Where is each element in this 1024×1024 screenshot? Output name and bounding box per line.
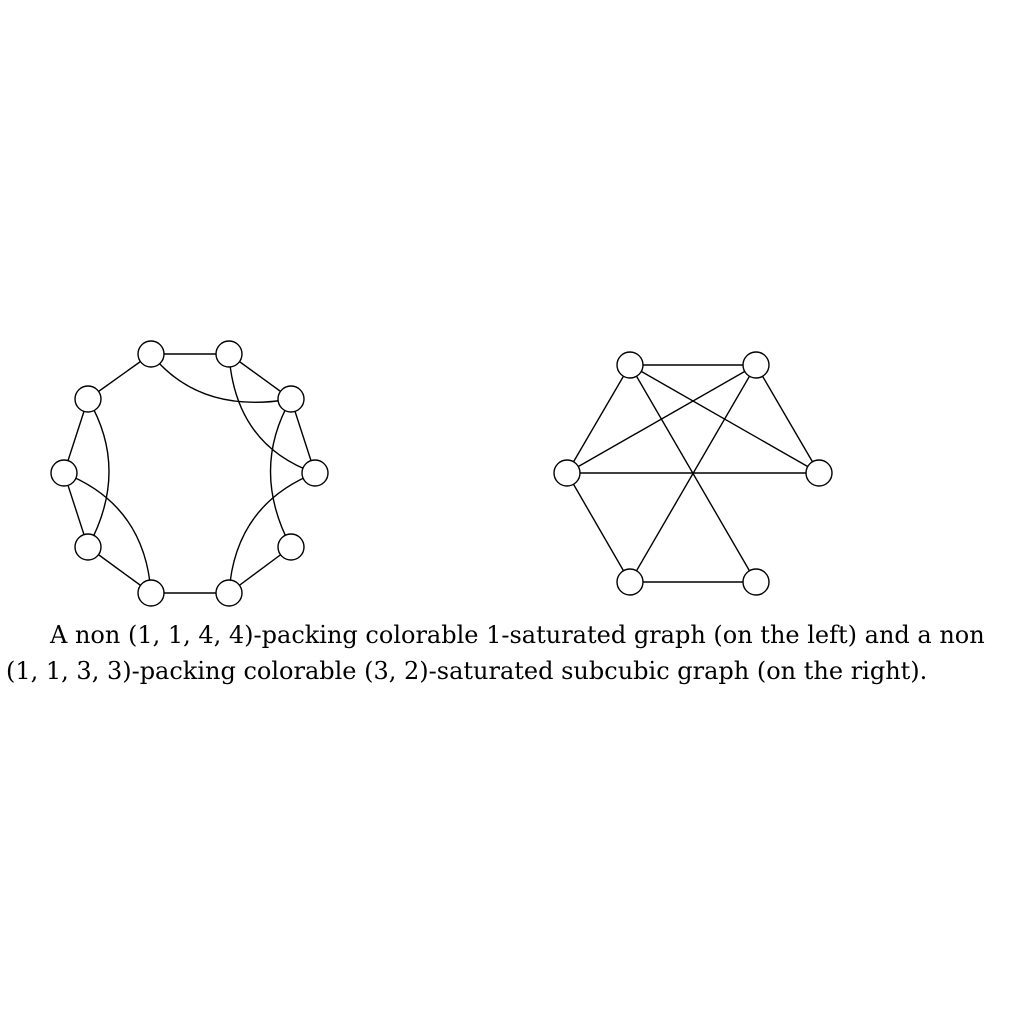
vertex xyxy=(137,340,165,368)
curved-edge xyxy=(269,398,292,548)
right-graph-edges xyxy=(566,364,820,583)
figure-caption: A non (1, 1, 4, 4)-packing colorable 1-s… xyxy=(6,617,1022,689)
left-graph-vertices xyxy=(50,340,329,607)
vertex xyxy=(50,459,78,487)
edge xyxy=(755,364,820,474)
vertex xyxy=(215,579,243,607)
right-graph xyxy=(553,351,833,596)
right-graph-vertices xyxy=(553,351,833,596)
vertex xyxy=(277,385,305,413)
vertex xyxy=(553,459,581,487)
edge xyxy=(566,472,631,583)
vertex xyxy=(137,579,165,607)
left-graph-edges xyxy=(63,353,316,594)
vertex xyxy=(805,459,833,487)
vertex xyxy=(616,351,644,379)
edge xyxy=(566,364,757,474)
caption-line-1: A non (1, 1, 4, 4)-packing colorable 1-s… xyxy=(50,621,985,649)
vertex xyxy=(616,568,644,596)
vertex xyxy=(742,351,770,379)
vertex xyxy=(215,340,243,368)
vertex xyxy=(301,459,329,487)
edge xyxy=(566,364,631,474)
curved-edge xyxy=(87,398,110,548)
curved-edge xyxy=(150,353,292,403)
curved-edge xyxy=(228,472,316,594)
vertex xyxy=(74,533,102,561)
vertex xyxy=(742,568,770,596)
left-graph xyxy=(50,340,329,607)
curved-edge xyxy=(63,472,152,594)
vertex xyxy=(277,533,305,561)
vertex xyxy=(74,385,102,413)
curved-edge xyxy=(228,353,316,474)
caption-line-2: (1, 1, 3, 3)-packing colorable (3, 2)-sa… xyxy=(6,657,928,685)
